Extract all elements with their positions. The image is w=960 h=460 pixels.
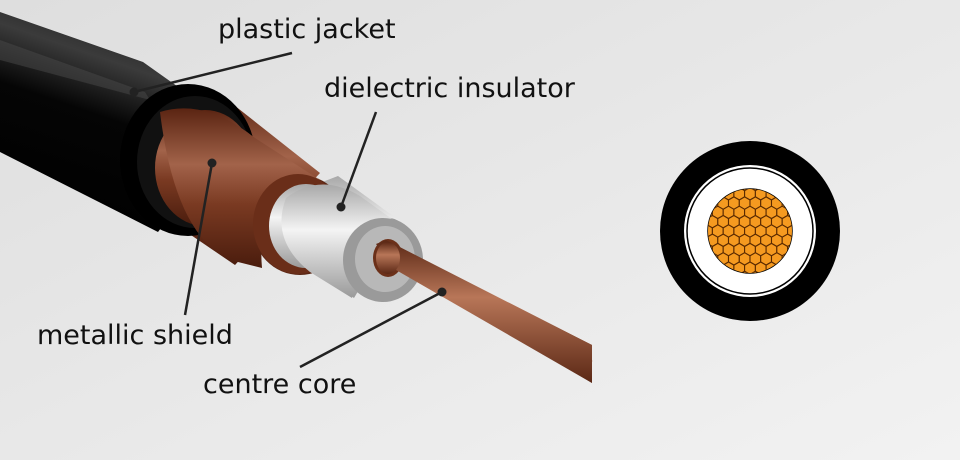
leader-line-jacket [133,51,293,94]
core-strand [749,270,762,273]
leader-line-shield [183,162,214,316]
cross-section [660,141,840,321]
leader-dot-core [437,287,447,297]
leader-dots [129,87,447,297]
metallic-shield-label: metallic shield [37,320,233,351]
leader-dot-dielectric [336,202,346,212]
leader-line-dielectric [339,111,378,208]
leader-lines [133,51,443,369]
leader-dot-jacket [129,87,139,97]
centre-core-label: centre core [203,369,357,400]
dielectric-insulator-label: dielectric insulator [324,73,575,104]
leader-dot-shield [207,158,217,168]
core-strand [738,270,751,273]
plastic-jacket-label: plastic jacket [218,14,396,45]
centre-core-extrusion [376,240,592,383]
leader-line-core [299,290,443,369]
